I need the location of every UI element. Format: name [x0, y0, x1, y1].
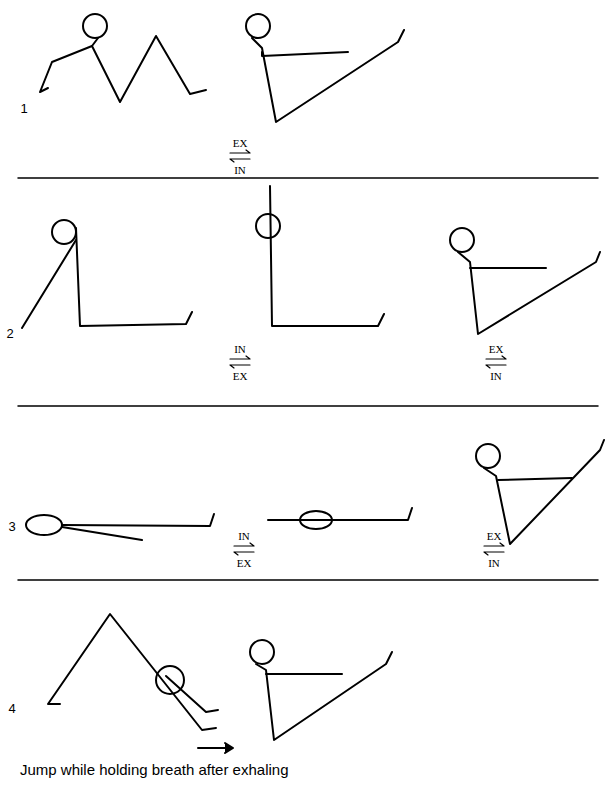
stick-figure	[256, 186, 384, 326]
breath-label: EX	[489, 344, 504, 355]
exchange-symbol	[484, 543, 504, 555]
stick-figure	[476, 440, 604, 544]
exchange-symbol	[234, 543, 254, 555]
exchange-symbol	[230, 150, 250, 162]
breath-label: EX	[237, 558, 252, 569]
stick-figure	[26, 514, 214, 540]
separator	[18, 405, 598, 407]
stick-figure	[250, 640, 392, 740]
stick-figure	[40, 14, 206, 102]
step-number: 2	[6, 327, 13, 340]
breath-label: EX	[233, 371, 248, 382]
stick-figure	[450, 228, 600, 334]
instruction-note: Jump while holding breath after exhaling	[20, 762, 289, 777]
step-number: 4	[8, 702, 15, 715]
breath-label: IN	[238, 531, 250, 542]
stick-figure	[246, 14, 404, 122]
breath-label: IN	[490, 371, 502, 382]
exchange-symbol	[486, 356, 506, 368]
stick-figure	[268, 508, 412, 529]
step-number: 1	[20, 102, 27, 115]
jump-arrow	[198, 743, 233, 753]
exchange-symbol	[230, 356, 250, 368]
step-number: 3	[8, 520, 15, 533]
separator	[18, 579, 598, 581]
breath-label: EX	[233, 138, 248, 149]
breath-label: EX	[487, 531, 502, 542]
breath-label: IN	[234, 165, 246, 176]
breath-label: IN	[488, 558, 500, 569]
breath-label: IN	[234, 344, 246, 355]
separator	[18, 177, 598, 179]
stick-figure	[48, 614, 218, 730]
stick-figure	[22, 220, 192, 328]
